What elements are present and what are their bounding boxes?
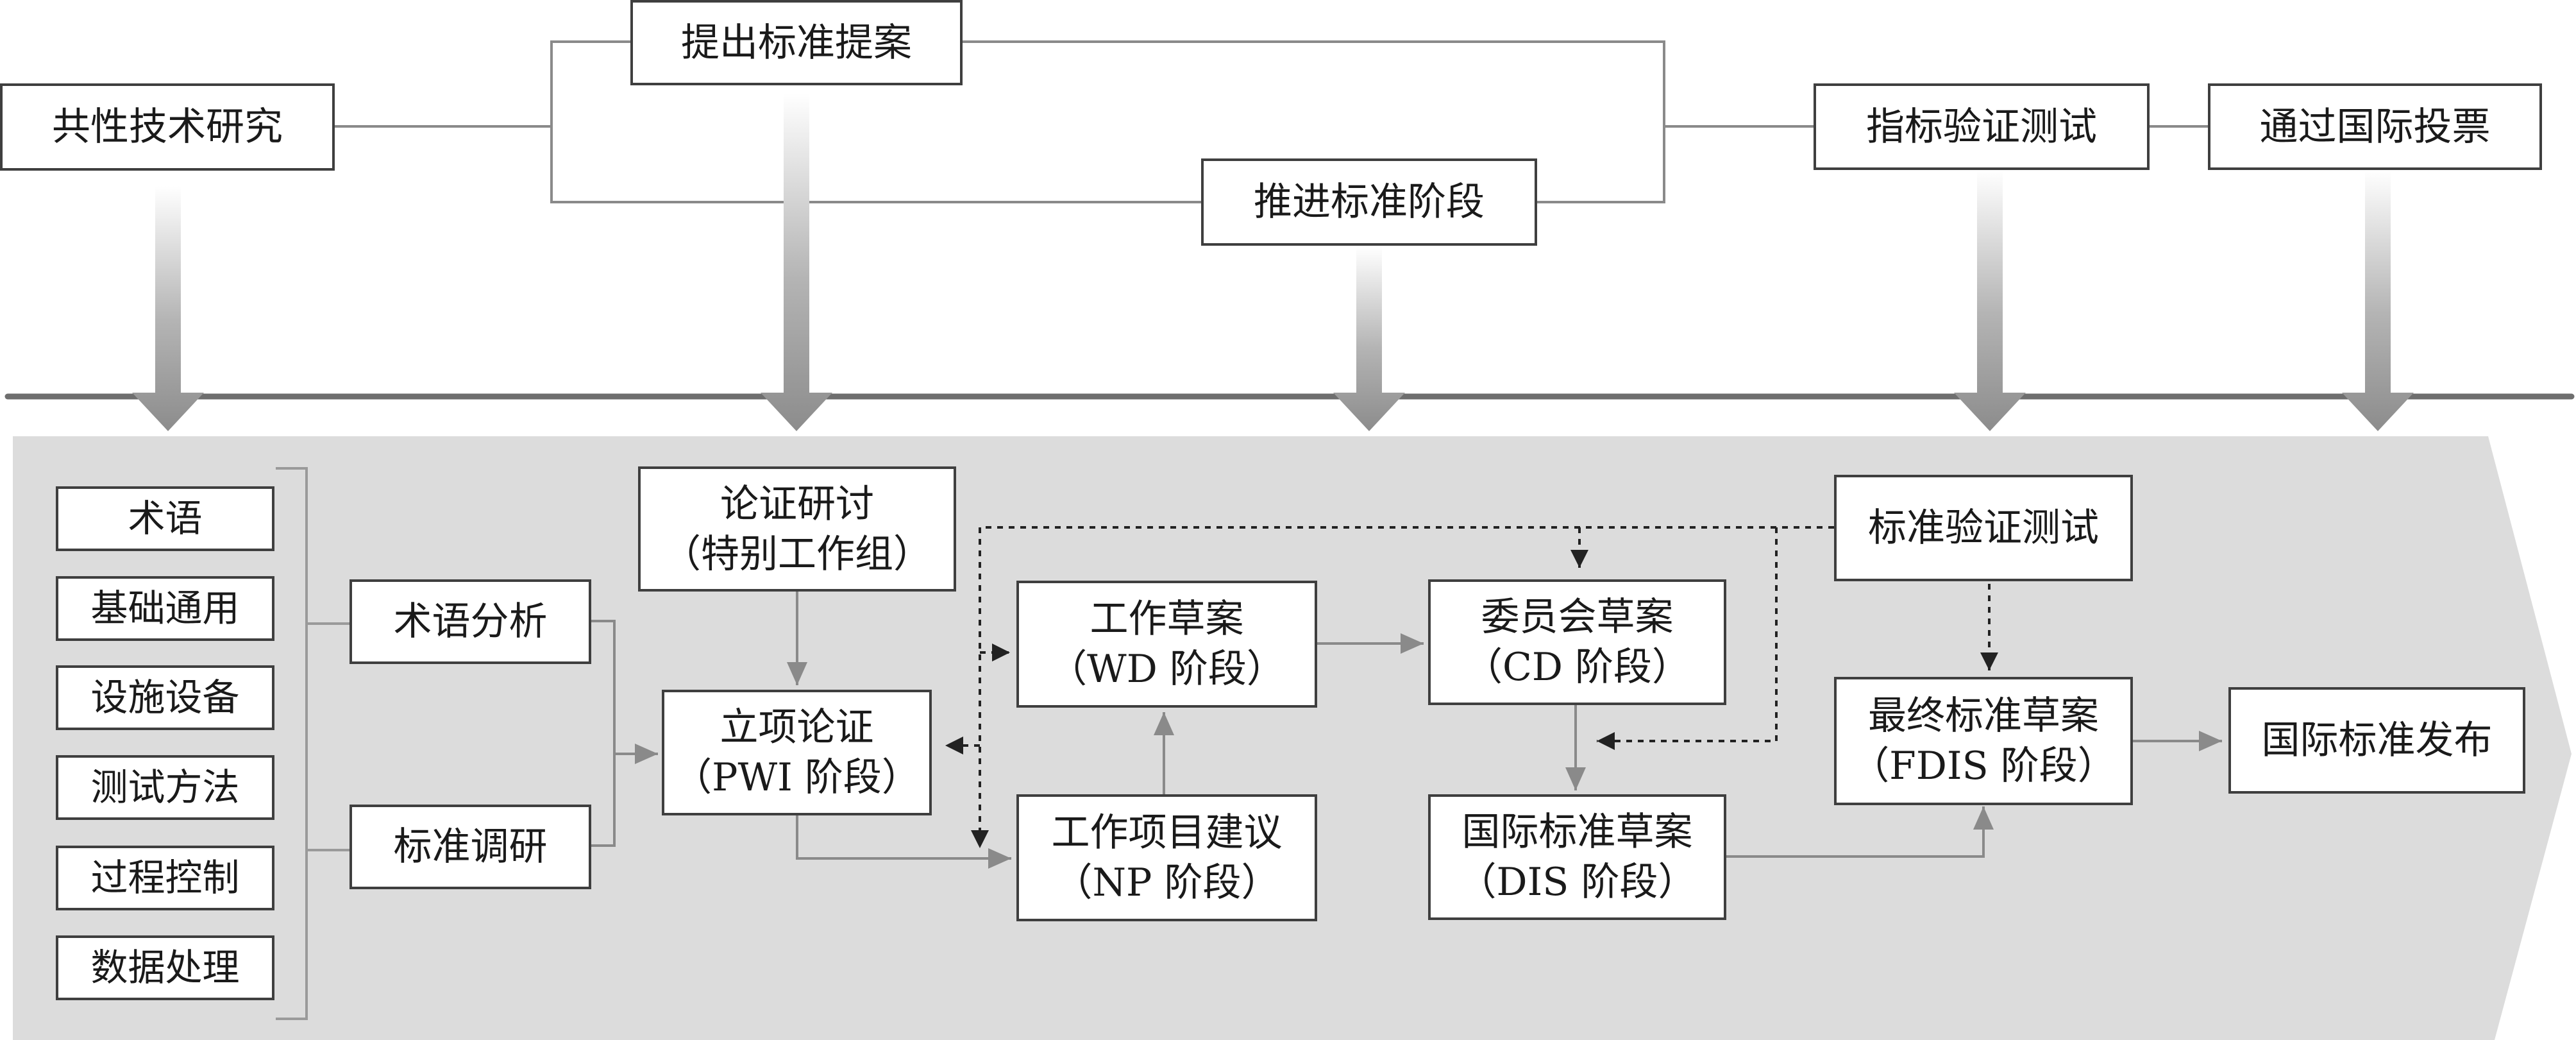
international-vote-label: 通过国际投票 bbox=[2259, 104, 2491, 149]
left-bracket bbox=[276, 467, 351, 1020]
advance-standard-box: 推进标准阶段 bbox=[1201, 158, 1537, 246]
propose-standard-box: 提出标准提案 bbox=[630, 0, 963, 85]
indicator-verify-label: 指标验证测试 bbox=[1866, 104, 2097, 149]
cd-stage-box: 委员会草案 （CD 阶段） bbox=[1428, 579, 1726, 705]
workshop-box: 论证研讨 （特别工作组） bbox=[638, 466, 956, 592]
pwi-stage-box: 立项论证 （PWI 阶段） bbox=[662, 690, 932, 815]
left-item-data: 数据处理 bbox=[56, 935, 274, 1000]
fdis-stage-box: 最终标准草案 （FDIS 阶段） bbox=[1834, 677, 2133, 805]
advance-standard-label: 推进标准阶段 bbox=[1254, 180, 1485, 225]
standard-validation-box: 标准验证测试 bbox=[1834, 475, 2133, 581]
dotted-arrows bbox=[945, 526, 1998, 848]
down-arrows bbox=[132, 93, 2414, 431]
left-item-process: 过程控制 bbox=[56, 846, 274, 910]
left-item-basic: 基础通用 bbox=[56, 576, 274, 641]
wd-stage-box: 工作草案 （WD 阶段） bbox=[1016, 581, 1317, 708]
common-tech-research-box: 共性技术研究 bbox=[0, 83, 335, 171]
left-item-test-method: 测试方法 bbox=[56, 755, 274, 820]
process-band bbox=[13, 436, 2572, 1040]
international-standard-publish-box: 国际标准发布 bbox=[2228, 687, 2525, 794]
propose-standard-label: 提出标准提案 bbox=[681, 20, 912, 65]
international-vote-box: 通过国际投票 bbox=[2208, 83, 2542, 170]
term-analysis-box: 术语分析 bbox=[349, 579, 591, 664]
flow-arrows bbox=[590, 590, 2222, 869]
dis-stage-box: 国际标准草案 （DIS 阶段） bbox=[1428, 794, 1726, 920]
indicator-verify-box: 指标验证测试 bbox=[1814, 83, 2150, 170]
np-stage-box: 工作项目建议 （NP 阶段） bbox=[1016, 794, 1317, 921]
top-connectors bbox=[333, 40, 2209, 203]
left-item-terms: 术语 bbox=[56, 486, 274, 551]
left-item-facility: 设施设备 bbox=[56, 665, 274, 730]
common-tech-research-label: 共性技术研究 bbox=[52, 105, 283, 149]
standard-survey-box: 标准调研 bbox=[349, 805, 591, 889]
